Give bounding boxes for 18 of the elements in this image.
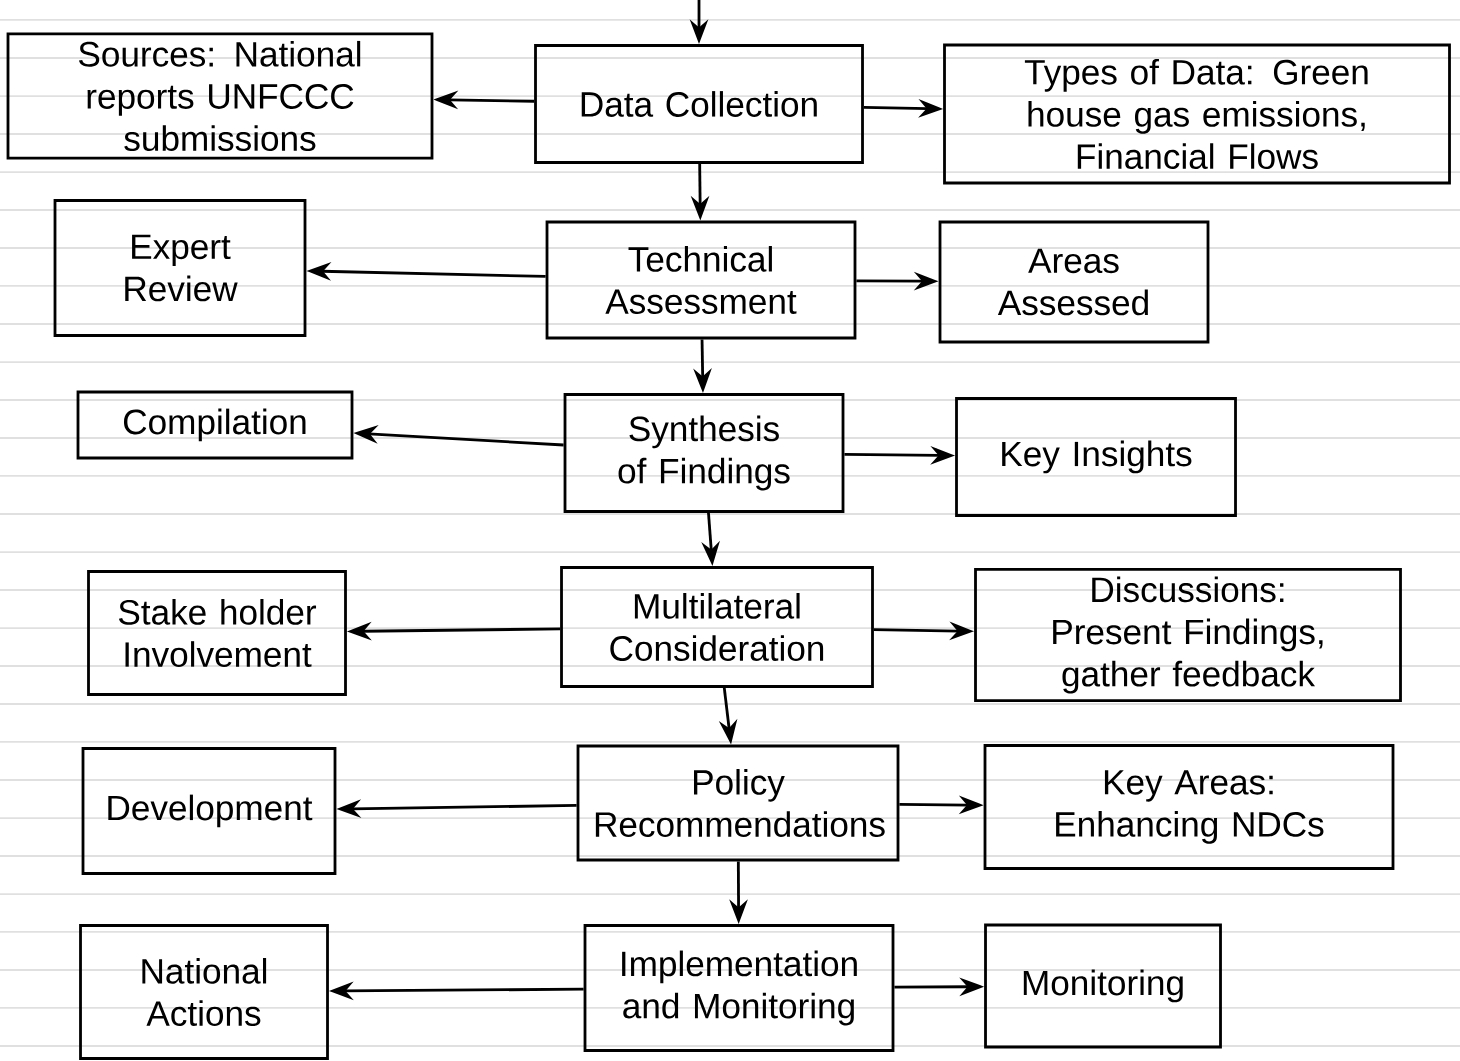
process-box: Multilateral Consideration	[560, 566, 874, 688]
process-box: Synthesis of Findings	[563, 393, 845, 513]
process-box: Discussions: Present Findings, gather feedback	[974, 568, 1402, 702]
process-box: Sources: National reports UNFCCC submissions	[6, 32, 434, 160]
process-box: Development	[81, 747, 337, 875]
process-box: Compilation	[76, 390, 354, 460]
process-box: Policy Recommendations	[576, 744, 900, 862]
process-box: Implementation and Monitoring	[583, 924, 895, 1052]
process-box: National Actions	[79, 924, 329, 1060]
process-box: Expert Review	[53, 199, 307, 337]
process-box: Monitoring	[984, 923, 1222, 1049]
process-box: Areas Assessed	[938, 220, 1210, 344]
process-box: Key Insights	[955, 397, 1237, 517]
process-box: Technical Assessment	[545, 220, 857, 340]
process-box: Data Collection	[534, 44, 864, 164]
process-box: Key Areas: Enhancing NDCs	[983, 744, 1395, 870]
process-box: Types of Data: Green house gas emissions, Financial Flows	[943, 43, 1451, 185]
process-box: Stake holder Involvement	[87, 570, 347, 696]
